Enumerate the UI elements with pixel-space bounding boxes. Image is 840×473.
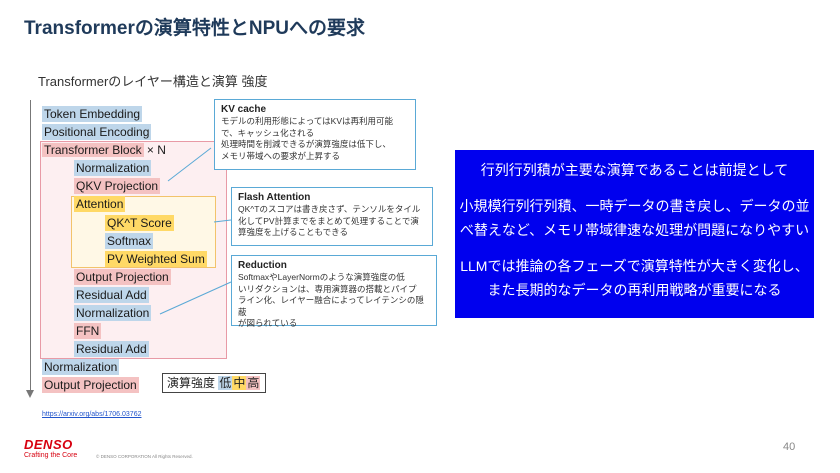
slide-title: Transformerの演算特性とNPUへの要求: [24, 18, 365, 39]
brand-tagline: Crafting the Core: [24, 452, 78, 459]
connector-flash-attention: [213, 219, 232, 223]
callout-kv-cache-line: メモリ帯域への要求が上昇する: [221, 150, 341, 161]
intensity-legend: 演算強度 低中高: [162, 373, 266, 393]
callout-flash-attention-line: 算強度を上げることもできる: [238, 227, 348, 237]
callout-kv-cache-line: モデルの利用形態によってはKVは再利用可能: [221, 116, 393, 126]
layer-normalization-2: Normalization: [74, 305, 152, 321]
callout-reduction-line: ライン化、レイヤー融合によってレイテンシの隠蔽: [238, 295, 424, 317]
summary-line: LLMでは推論の各フェーズで演算特性が大きく変化し、: [460, 258, 809, 274]
callout-reduction-line: が図られている: [238, 318, 298, 328]
layer-positional-encoding: Positional Encoding: [42, 124, 152, 140]
summary-line: また長期的なデータの再利用戦略が重要になる: [487, 282, 782, 298]
layer-softmax: Softmax: [105, 233, 154, 249]
callout-reduction-line: SoftmaxやLayerNormのような演算強度の低: [238, 272, 405, 282]
layer-pv-weighted-sum: PV Weighted Sum: [105, 251, 207, 267]
layer-output-projection-1: Output Projection: [74, 269, 171, 285]
summary-box: 行列行列積が主要な演算であることは前提として 小規模行列行列積、一時データの書き…: [455, 150, 814, 318]
callout-kv-cache: KV cache モデルの利用形態によってはKVは再利用可能 で、キャッシュ化さ…: [214, 99, 416, 170]
flow-arrow-line: [30, 100, 31, 392]
summary-line: べ替えなど、メモリ帯域律速な処理が問題になりやすい: [459, 222, 810, 238]
denso-logo: DENSO: [24, 437, 73, 452]
layer-qkv-projection: QKV Projection: [74, 178, 161, 194]
connector-kv-cache: [167, 147, 212, 182]
callout-flash-attention-line: 化してPV計算までをまとめて処理することで演: [238, 215, 419, 226]
layer-token-embedding: Token Embedding: [42, 106, 143, 122]
layer-normalization-3: Normalization: [42, 359, 120, 375]
callout-reduction-heading: Reduction: [238, 260, 287, 271]
diagram-subtitle: Transformerのレイヤー構造と演算 強度: [38, 74, 268, 89]
layer-ffn: FFN: [74, 323, 102, 339]
callout-flash-attention-line: QK^Tのスコアは書き戻さず、テンソルをタイル: [238, 204, 421, 214]
layer-residual-add-1: Residual Add: [74, 287, 149, 303]
layer-transformer-block: Transformer Block × N: [42, 142, 166, 158]
layer-residual-add-2: Residual Add: [74, 341, 149, 357]
reference-link[interactable]: https://arxiv.org/abs/1706.03762: [42, 411, 142, 418]
callout-flash-attention: Flash Attention QK^Tのスコアは書き戻さず、テンソルをタイル …: [231, 187, 433, 246]
summary-line: 行列行列積が主要な演算であることは前提として: [480, 162, 789, 178]
legend-label: 演算強度: [167, 376, 216, 390]
legend-low: 低: [218, 376, 233, 390]
connector-reduction: [159, 281, 232, 315]
legend-mid: 中: [232, 376, 247, 390]
callout-reduction-line: いリダクションは、専用演算器の搭載とパイプ: [238, 283, 417, 294]
layer-transformer-block-label: Transformer Block: [42, 143, 144, 157]
layer-qk-score: QK^T Score: [105, 215, 174, 231]
callout-kv-cache-heading: KV cache: [221, 104, 267, 115]
layer-normalization-1: Normalization: [74, 160, 152, 176]
copyright-notice: © DENSO CORPORATION All Rights Reserved.: [96, 454, 193, 459]
callout-flash-attention-heading: Flash Attention: [238, 192, 311, 203]
layer-output-projection-2: Output Projection: [42, 377, 139, 393]
summary-line: 小規模行列行列積、一時データの書き戻し、データの並: [459, 198, 810, 214]
flow-arrow-head: [26, 390, 34, 398]
layer-attention: Attention: [74, 196, 126, 212]
page-number: 40: [783, 441, 796, 453]
legend-high: 高: [246, 376, 261, 390]
callout-kv-cache-line: 処理時間を削減できるが演算強度は低下し、: [221, 139, 391, 149]
callout-reduction: Reduction SoftmaxやLayerNormのような演算強度の低 いリ…: [231, 255, 437, 328]
callout-kv-cache-line: で、キャッシュ化される: [221, 127, 315, 138]
layer-transformer-block-repeat: × N: [143, 143, 166, 157]
